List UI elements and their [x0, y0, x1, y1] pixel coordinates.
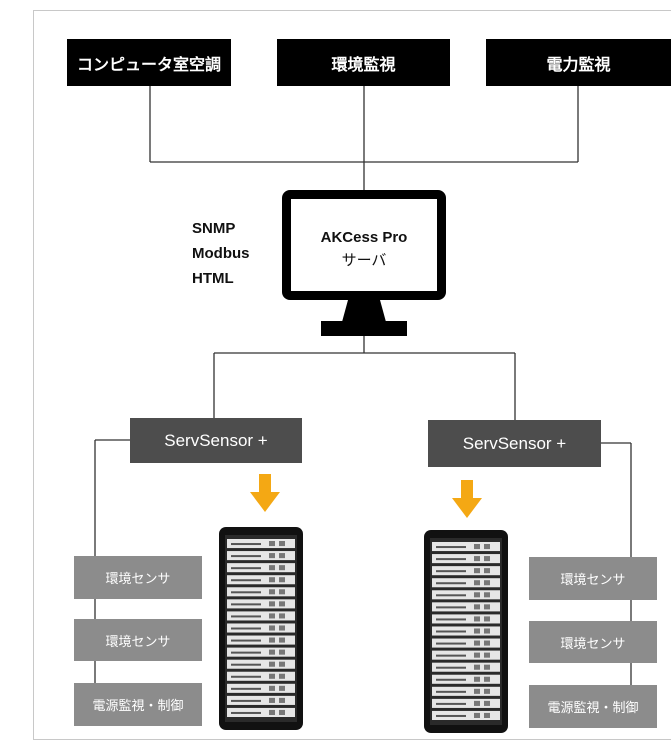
protocol-item: SNMP	[192, 220, 236, 237]
right-device-power-control: 電源監視・制御	[529, 685, 657, 728]
left-device-env-sensor-1: 環境センサ	[74, 556, 202, 599]
server-label: AKCess Pro サーバ	[296, 226, 432, 272]
down-arrow-icon	[250, 474, 280, 512]
right-device-env-sensor-1: 環境センサ	[529, 557, 657, 600]
top-box-power-monitoring: 電力監視	[486, 39, 671, 86]
server-subtitle: サーバ	[341, 252, 387, 269]
right-device-env-sensor-2: 環境センサ	[529, 621, 657, 663]
left-device-power-control: 電源監視・制御	[74, 683, 202, 726]
servsensor-hub-left: ServSensor +	[130, 418, 302, 463]
server-name: AKCess Pro	[320, 229, 408, 246]
protocol-item: HTML	[192, 270, 234, 287]
top-box-computer-room-ac: コンピュータ室空調	[67, 39, 231, 86]
servsensor-hub-right: ServSensor +	[428, 420, 601, 467]
protocol-item: Modbus	[192, 245, 250, 262]
server-rack-icon	[424, 530, 508, 733]
diagram-frame	[33, 10, 671, 740]
server-rack-icon	[219, 527, 303, 730]
top-box-environment-monitoring: 環境監視	[277, 39, 450, 86]
protocol-list: SNMP Modbus HTML	[192, 216, 250, 291]
left-device-env-sensor-2: 環境センサ	[74, 619, 202, 661]
down-arrow-icon	[452, 480, 482, 518]
